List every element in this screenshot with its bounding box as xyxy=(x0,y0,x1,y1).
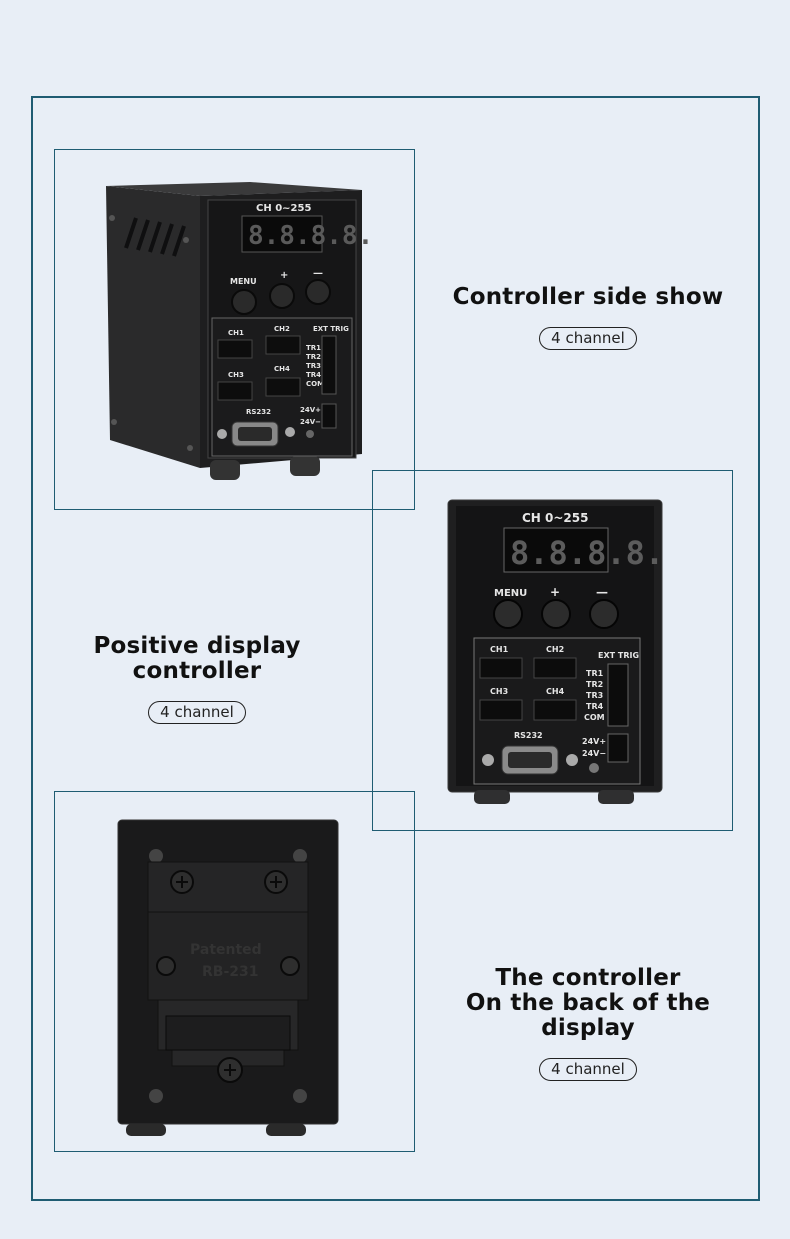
front-com-label: COM xyxy=(584,713,605,722)
outer-frame xyxy=(31,96,760,1201)
front-24v-minus-label: 24V− xyxy=(582,749,606,758)
side-ch3-label: CH3 xyxy=(228,371,244,379)
front-tr4-label: TR4 xyxy=(586,702,604,711)
section-front-badge: 4 channel xyxy=(148,701,246,724)
front-seven-segment-display: 8.8.8.8. xyxy=(510,534,664,572)
front-ch2-label: CH2 xyxy=(546,645,564,654)
side-tr4-label: TR4 xyxy=(306,371,321,379)
front-minus-button xyxy=(589,599,619,629)
side-rs232-label: RS232 xyxy=(246,408,271,416)
controller-side-photo: CH 0~255 8.8.8.8. MENU + — CH1 CH2 CH3 C… xyxy=(106,182,373,480)
front-plus-button xyxy=(541,599,571,629)
front-ext-trig-label: EXT TRIG xyxy=(598,651,639,660)
back-plate-embossed-text-2: RB-231 xyxy=(202,964,259,980)
side-seven-segment-display: 8.8.8.8. xyxy=(248,221,373,251)
front-menu-button xyxy=(493,599,523,629)
side-com-label: COM xyxy=(306,380,324,388)
side-tr1-label: TR1 xyxy=(306,344,321,352)
controller-back-photo: Patented RB-231 xyxy=(117,819,339,1136)
front-tr2-label: TR2 xyxy=(586,680,603,689)
front-ch1-label: CH1 xyxy=(490,645,509,654)
section-side-title: Controller side show xyxy=(452,284,724,310)
side-24v-plus-label: 24V+ xyxy=(300,406,321,414)
front-rs232-label: RS232 xyxy=(514,731,543,740)
photo-frame-side xyxy=(54,149,415,510)
section-front-caption: Positive display controller 4 channel xyxy=(30,634,364,724)
side-plus-button xyxy=(269,283,295,309)
section-side-badge: 4 channel xyxy=(539,327,637,350)
side-menu-label: MENU xyxy=(230,277,257,286)
section-front-title: Positive display controller xyxy=(93,633,301,684)
front-minus-label: — xyxy=(596,585,608,599)
front-ch3-label: CH3 xyxy=(490,687,508,696)
side-ch1-label: CH1 xyxy=(228,329,244,337)
side-plus-label: + xyxy=(280,270,288,281)
section-back-title-line2: On the back of the display xyxy=(465,990,711,1041)
photo-frame-back xyxy=(54,791,415,1152)
side-ch2-label: CH2 xyxy=(274,325,290,333)
side-header-label: CH 0~255 xyxy=(256,203,311,214)
side-tr3-label: TR3 xyxy=(306,362,321,370)
back-plate-embossed-text-1: Patented xyxy=(190,942,262,958)
section-back-badge: 4 channel xyxy=(539,1058,637,1081)
side-menu-button xyxy=(231,289,257,315)
front-tr3-label: TR3 xyxy=(586,691,603,700)
side-ch4-label: CH4 xyxy=(274,365,290,373)
side-minus-label: — xyxy=(313,268,323,279)
front-plus-label: + xyxy=(550,585,560,599)
section-back-caption: The controller On the back of the displa… xyxy=(420,966,756,1081)
front-24v-plus-label: 24V+ xyxy=(582,737,606,746)
side-24v-minus-label: 24V− xyxy=(300,418,321,426)
section-side-caption: Controller side show 4 channel xyxy=(440,285,736,350)
side-minus-button xyxy=(305,279,331,305)
side-tr2-label: TR2 xyxy=(306,353,321,361)
photo-frame-front xyxy=(372,470,733,831)
controller-front-photo: CH 0~255 8.8.8.8. MENU + — CH1 CH2 CH3 C… xyxy=(447,499,664,804)
section-back-title-line1: The controller xyxy=(495,965,681,991)
front-ch4-label: CH4 xyxy=(546,687,565,696)
front-menu-label: MENU xyxy=(494,588,527,599)
front-tr1-label: TR1 xyxy=(586,669,604,678)
front-header-label: CH 0~255 xyxy=(522,511,588,525)
side-ext-trig-label: EXT TRIG xyxy=(313,325,349,333)
